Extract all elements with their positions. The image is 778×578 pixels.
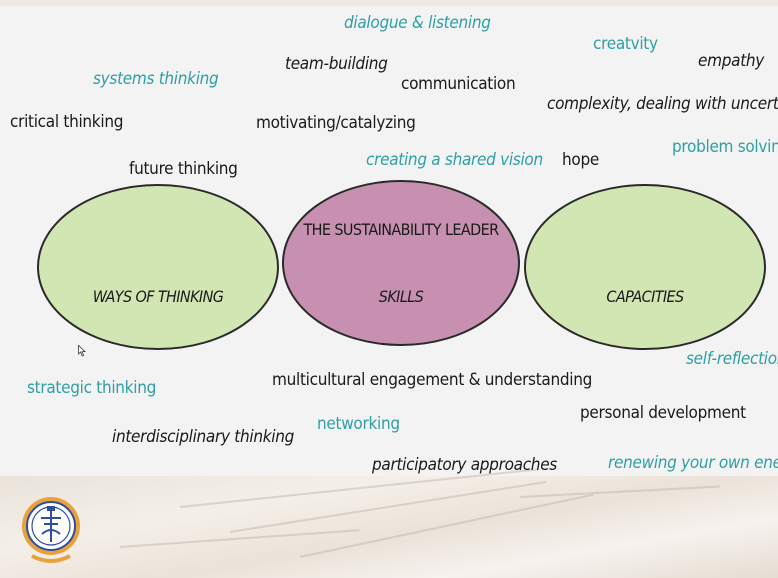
term-personal-development: personal development (580, 403, 746, 423)
term-strategic-thinking: strategic thinking (27, 378, 156, 398)
term-systems-thinking: systems thinking (93, 69, 219, 89)
term-future-thinking: future thinking (129, 159, 238, 179)
term-multicultural: multicultural engagement & understanding (272, 370, 593, 390)
skills-ellipse (282, 180, 520, 346)
top-band (0, 0, 778, 6)
term-renewing-energy: renewing your own energy (608, 453, 778, 473)
term-hope: hope (562, 150, 599, 170)
term-creating-shared-vision: creating a shared vision (366, 150, 543, 170)
term-complexity: complexity, dealing with uncertainty (547, 94, 778, 114)
ways-of-thinking-label: WAYS OF THINKING (92, 287, 224, 306)
term-motivating-catalyzing: motivating/catalyzing (256, 113, 416, 133)
term-self-reflection: self-reflection (686, 349, 778, 369)
term-critical-thinking: critical thinking (10, 112, 124, 132)
term-participatory-approaches: participatory approaches (372, 455, 557, 475)
term-dialogue-listening: dialogue & listening (344, 13, 491, 33)
capacities-ellipse (524, 184, 766, 350)
capacities-label: CAPACITIES (606, 287, 684, 306)
ways-of-thinking-ellipse (37, 184, 279, 350)
term-creativity: creatvity (593, 34, 658, 54)
term-empathy: empathy (698, 51, 765, 71)
skills-label: SKILLS (378, 287, 424, 306)
term-interdisciplinary-thinking: interdisciplinary thinking (112, 427, 295, 447)
term-team-building: team-building (285, 54, 388, 74)
institute-emblem-icon (22, 497, 80, 563)
footer-decoration (0, 468, 778, 578)
term-communication: communication (401, 74, 516, 94)
term-problem-solving: problem solving (672, 137, 778, 157)
sustainability-leader-label: THE SUSTAINABILITY LEADER (303, 220, 499, 239)
term-networking: networking (317, 414, 400, 434)
mouse-cursor-icon (78, 345, 86, 357)
